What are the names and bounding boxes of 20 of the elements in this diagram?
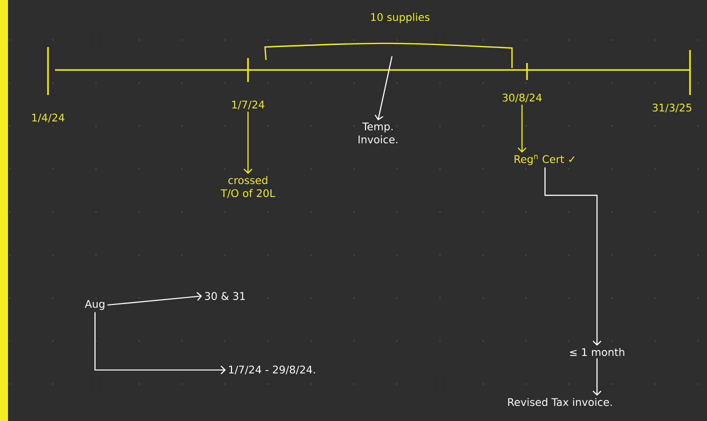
date-label: 31/3/25 (652, 104, 692, 112)
arrow (107, 292, 202, 306)
note-text: crossed T/O of 20L (220, 176, 276, 198)
note-text: Revised Tax invoice. (508, 398, 612, 406)
note-text: ≤ 1 month (570, 348, 624, 356)
arrow (244, 112, 252, 174)
note-text: 30 & 31 (205, 292, 245, 300)
note-text: 1/7/24 - 29/8/24. (229, 366, 315, 374)
date-label: 30/8/24 (502, 94, 542, 102)
date-label: 1/7/24 (232, 100, 264, 110)
date-label: 1/4/24 (32, 114, 64, 122)
note-text: Aug (84, 300, 104, 310)
brace-label: 10 supplies (371, 12, 430, 24)
arrow (544, 167, 602, 346)
arrow (592, 358, 602, 396)
arrow (518, 104, 526, 153)
arrow (94, 312, 226, 374)
note-text: Reg$^{n}$ Cert ✓ (514, 154, 575, 166)
arrow (374, 56, 393, 120)
note-text: Temp. Invoice. (358, 122, 398, 144)
